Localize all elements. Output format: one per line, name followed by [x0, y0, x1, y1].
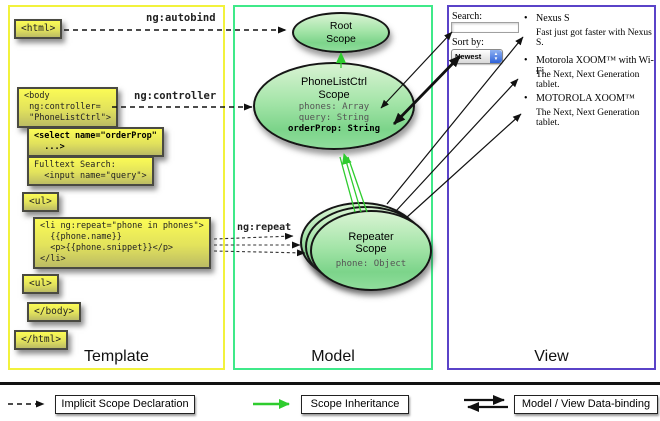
bullet-icon: • — [524, 55, 528, 66]
sort-dropdown[interactable]: Newest ▲ ▼ — [451, 49, 503, 64]
phone-item-title: Nexus S — [536, 13, 570, 24]
template-panel-label: Template — [84, 348, 149, 365]
ng-repeat-label: ng:repeat — [237, 222, 292, 233]
model-panel: Model — [233, 5, 433, 370]
phonelist-prop-query: query: String — [298, 113, 370, 124]
sort-dropdown-value: Newest — [455, 52, 482, 61]
ng-controller-label: ng:controller — [134, 90, 217, 102]
phonelistctrl-scope-ellipse: PhoneListCtrl Scope phones: Array query:… — [253, 62, 415, 150]
code-body-close: </body> — [27, 302, 82, 323]
model-panel-label: Model — [311, 348, 355, 365]
root-scope-title-line1: Root — [329, 20, 353, 33]
phonelist-title-line2: Scope — [318, 89, 350, 102]
bullet-icon: • — [524, 13, 528, 24]
repeater-title-line2: Scope — [355, 243, 387, 256]
code-ul-open: <ul> — [22, 192, 59, 213]
code-li-repeat: <li ng:repeat="phone in phones"> {{phone… — [33, 217, 211, 270]
code-select: <select name="orderProp" ...> — [27, 127, 164, 158]
legend-separator-line — [0, 382, 660, 385]
sort-by-label: Sort by: — [452, 37, 484, 48]
select-stepper-icon: ▲ ▼ — [490, 50, 502, 63]
code-html-open: <html> — [14, 19, 63, 40]
phonelist-prop-phones: phones: Array — [298, 101, 370, 112]
bullet-icon: • — [524, 93, 528, 104]
view-panel-label: View — [534, 348, 569, 365]
code-body-open: <body ng:controller= "PhoneListCtrl"> — [17, 87, 118, 129]
phonelist-prop-orderprop: orderProp: String — [287, 124, 381, 135]
repeater-scope-ellipse-front: Repeater Scope phone: Object — [310, 210, 432, 291]
ng-autobind-label: ng:autobind — [146, 12, 216, 24]
phone-item-desc: Fast just got faster with Nexus S. — [536, 28, 652, 48]
legend-implicit-scope: Implicit Scope Declaration — [55, 395, 195, 414]
phone-item-desc: The Next, Next Generation tablet. — [536, 70, 640, 90]
phone-item-desc: The Next, Next Generation tablet. — [536, 108, 640, 128]
stepper-down-icon: ▼ — [493, 55, 499, 61]
phonelist-title-line1: PhoneListCtrl — [300, 76, 368, 89]
root-scope-ellipse: Root Scope — [292, 12, 390, 53]
code-html-close: </html> — [14, 330, 69, 351]
search-label: Search: — [452, 11, 482, 22]
repeater-title-line1: Repeater — [348, 230, 394, 243]
code-ul-close: <ul> — [22, 274, 59, 295]
root-scope-title-line2: Scope — [326, 32, 356, 45]
code-fulltext-search: Fulltext Search: <input name="query"> — [27, 156, 154, 187]
phone-item-title: MOTOROLA XOOM™ — [536, 93, 635, 104]
repeater-prop-phone: phone: Object — [335, 259, 407, 270]
phone-item-title: Motorola XOOM™ with Wi-Fi — [536, 55, 654, 77]
legend-scope-inheritance: Scope Inheritance — [301, 395, 409, 414]
search-input[interactable] — [451, 22, 519, 33]
legend-model-view-binding: Model / View Data-binding — [514, 395, 658, 414]
